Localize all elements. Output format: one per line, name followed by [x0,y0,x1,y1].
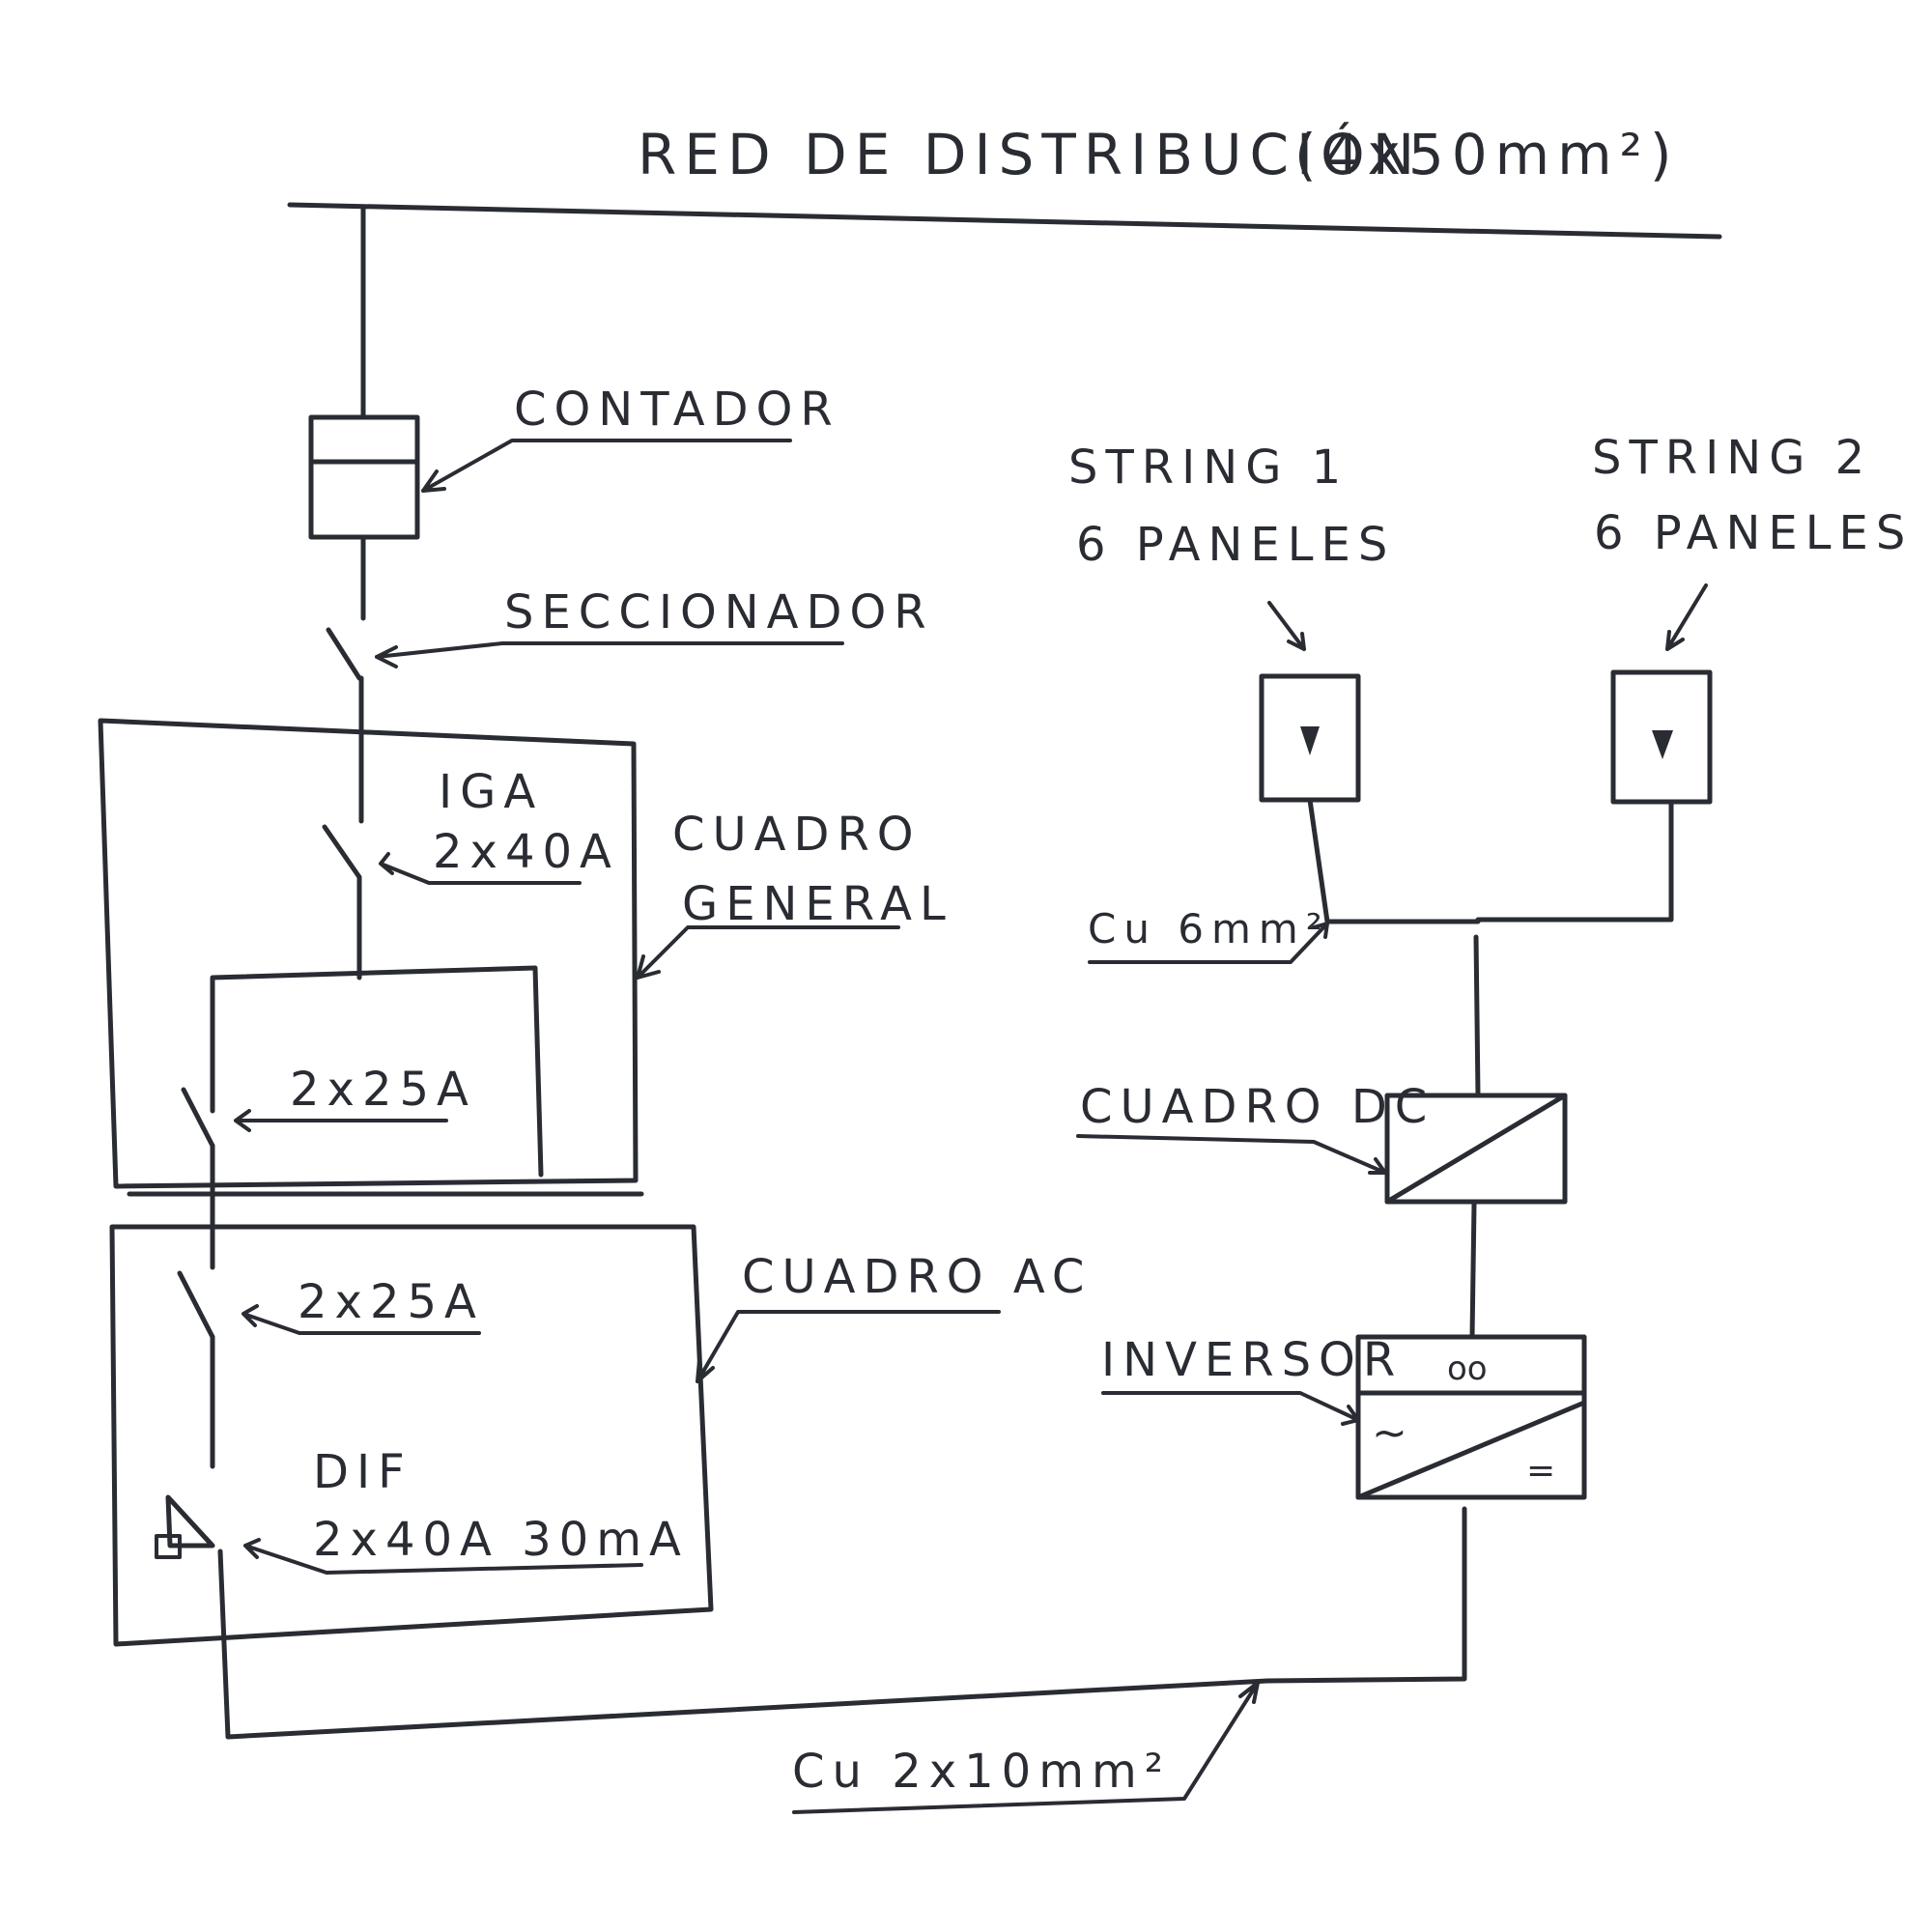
cable-dc-label: Cu 6mm² [1088,905,1330,952]
cuadro-dc-label: CUADRO DC [1080,1080,1435,1134]
general-breaker-leader [234,1109,448,1132]
svg-text:~: ~ [1372,1408,1407,1458]
string2-label-1: STRING 2 [1592,431,1872,485]
dif-leader [243,1538,643,1575]
string2-label-2: 6 PANELES [1594,506,1913,560]
string1-dc-wire [1307,797,1481,924]
string1-arrow [1267,601,1306,651]
string2-dc-wire [1475,799,1674,923]
disconnector-symbol [326,627,362,681]
cuadro-general-label-1: CUADRO [672,808,922,862]
inversor-leader [1101,1391,1360,1426]
cable-ac-label: Cu 2x10mm² [792,1745,1171,1799]
contador-label: CONTADOR [514,383,840,437]
cuadro-general-inner-box [210,965,544,1178]
iga-breaker-symbol [322,824,362,880]
meter-symbol [308,414,420,540]
ac-breaker-leader [242,1304,481,1335]
cuadro-ac-label: CUADRO AC [742,1250,1092,1304]
string2-panel-symbol [1610,669,1713,805]
ac-return-wire [217,1506,1467,1740]
contador-leader [421,439,792,493]
string2-arrow [1665,583,1708,651]
cuadro-general-box [98,718,639,1189]
seccionador-label: SECCIONADOR [504,585,934,639]
dif-label-1: DIF [313,1445,412,1499]
ac-breaker-symbol [177,1270,215,1340]
iga-label-2: 2x40A [433,825,619,879]
dc-to-inverter-wire [1469,1201,1477,1340]
general-breaker-symbol [181,1087,215,1149]
cuadro-dc-symbol [1384,1093,1568,1205]
dc-trunk-wire [1473,934,1481,1098]
inversor-label: INVERSOR [1101,1333,1403,1387]
seccionador-leader [375,641,844,668]
cuadro-ac-leader [696,1310,1001,1383]
cuadro-dc-leader [1076,1134,1387,1175]
cable-ac-leader [792,1681,1260,1814]
dif-label-2: 2x40A 30mA [313,1513,689,1567]
title-spec-text: (4x50mm²) [1294,122,1680,187]
iga-label-1: IGA [439,765,543,819]
iga-leader [379,852,582,885]
string1-label-2: 6 PANELES [1076,518,1395,572]
general-breaker-label: 2x25A [290,1063,476,1117]
cable-dc-leader [1088,922,1329,964]
svg-text:oo: oo [1447,1350,1488,1388]
distribution-bus-line [287,202,1722,240]
cuadro-ac-box [109,1224,714,1647]
cuadro-general-label-2: GENERAL [682,877,953,931]
string1-label-1: STRING 1 [1068,440,1349,495]
string1-panel-symbol [1259,673,1361,803]
differential-symbol [155,1494,215,1559]
cuadro-general-leader [636,925,900,980]
ac-breaker-label: 2x25A [298,1275,484,1329]
title-text: RED DE DISTRIBUCIÓN [638,121,1422,187]
svg-text:=: = [1526,1451,1555,1491]
